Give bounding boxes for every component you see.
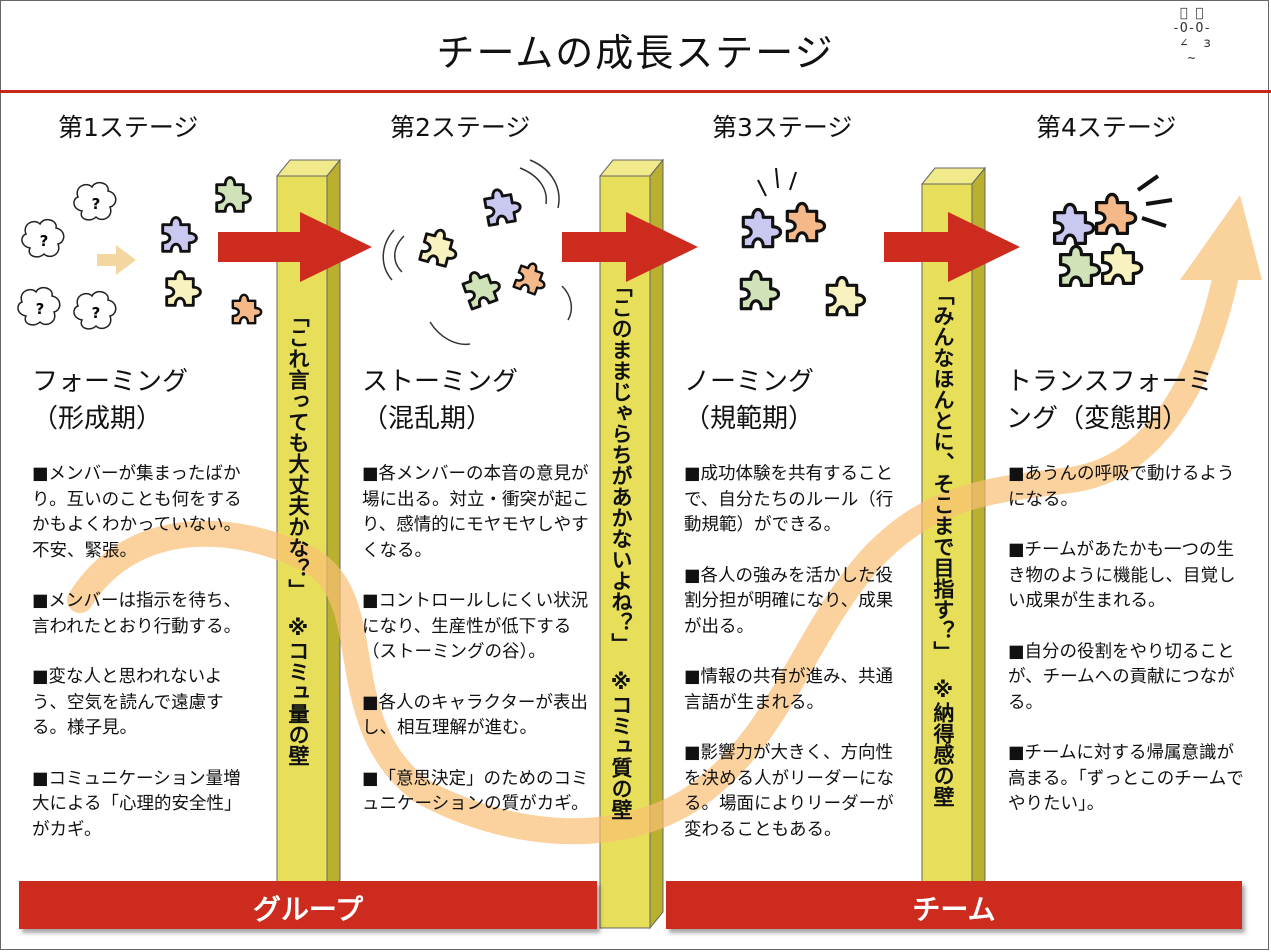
stage-1-label: 第1ステージ bbox=[58, 113, 199, 142]
wall-2-pillar bbox=[598, 158, 665, 930]
stage-arrow-1 bbox=[218, 212, 372, 282]
wall-3-note: ※納得感の壁 bbox=[931, 678, 955, 807]
face-doodle: ﾞ ﾞ -O-O- ∠ з ~ bbox=[1172, 6, 1212, 66]
wall-3-pillar bbox=[920, 166, 987, 898]
desc-item: ■メンバーは指示を待ち、言われたとおり行動する。 bbox=[32, 591, 242, 637]
desc-item: ■コミュニケーション量増大による「心理的安全性」がカギ。 bbox=[32, 768, 242, 840]
desc-item: ■各人のキャラクターが表出し、相互理解が進む。 bbox=[362, 692, 588, 739]
puzzle-pieces-stage-2 bbox=[382, 159, 573, 346]
stage-arrow-3 bbox=[884, 212, 1020, 282]
desc-item: ■変な人と思われないよう、空気を読んで遠慮する。様子見。 bbox=[32, 667, 224, 738]
wall-1-text: 「これ言っても大丈夫かな？」 ※コミュ量の壁 bbox=[283, 306, 313, 786]
team-band-label: チーム bbox=[912, 893, 996, 926]
wall-2-text: 「このままじゃらちがあかないよね？」 ※コミュ質の壁 bbox=[606, 276, 636, 856]
desc-item: ■各メンバーの本音の意見が場に出る。対立・衝突が起こり、感情的にモヤモヤしやすく… bbox=[362, 464, 590, 561]
wall-2-note: ※コミュ質の壁 bbox=[609, 670, 633, 820]
stage-1-phase-name: フォーミング （形成期） bbox=[32, 367, 189, 434]
desc-item: ■コントロールしにくい状況になり、生産性が低下する（ストーミングの谷）。 bbox=[362, 591, 589, 662]
desc-item: ■メンバーが集まったばかり。互いのことも何をするかもよくわかっていない。不安、緊… bbox=[32, 464, 242, 561]
stage-2-label: 第2ステージ bbox=[390, 113, 531, 142]
small-arrow bbox=[97, 245, 136, 275]
desc-item: ■「意思決定」のためのコミュニケーションの質がカギ。 bbox=[362, 768, 589, 815]
group-band-label: グループ bbox=[252, 893, 364, 926]
wall-1-quote: 「これ言っても大丈夫かな？」 bbox=[286, 306, 310, 600]
svg-text:?: ? bbox=[36, 300, 45, 318]
svg-text:?: ? bbox=[92, 304, 101, 322]
desc-item: ■チームに対する帰属意識が高まる。「ずっとこのチームでやりたい」。 bbox=[1008, 743, 1244, 814]
stage-4-label: 第4ステージ bbox=[1036, 113, 1177, 142]
question-cloud-4: ? bbox=[73, 290, 117, 330]
question-cloud-3: ? bbox=[17, 286, 61, 326]
desc-item: ■影響力が大きく、方向性を決める人がリーダーになる。場面によりリーダーが変わるこ… bbox=[684, 743, 894, 840]
title-underline bbox=[0, 90, 1271, 93]
svg-text:?: ? bbox=[40, 232, 49, 250]
svg-text:?: ? bbox=[92, 195, 101, 213]
wall-3-quote: 「みんなほんとに、そこまで目指す？」 bbox=[931, 284, 955, 662]
desc-item: ■チームがあたかも一つの生き物のように機能し、目覚しい成果が生まれる。 bbox=[1008, 540, 1236, 611]
stage-1-description: ■メンバーが集まったばかり。互いのことも何をするかもよくわかっていない。不安、緊… bbox=[32, 462, 256, 868]
desc-item: ■成功体験を共有することで、自分たちのルール（行動規範）ができる。 bbox=[684, 464, 894, 535]
page-title: チームの成長ステージ bbox=[436, 31, 835, 75]
group-band bbox=[19, 881, 597, 929]
stage-3-label: 第3ステージ bbox=[712, 113, 853, 142]
stage-2-phase-name: ストーミング （混乱期） bbox=[362, 367, 519, 434]
growth-curve bbox=[67, 195, 1262, 845]
puzzle-pieces-stage-4 bbox=[1052, 174, 1173, 288]
stage-2-description: ■各メンバーの本音の意見が場に出る。対立・衝突が起こり、感情的にモヤモヤしやすく… bbox=[362, 462, 590, 843]
puzzle-pieces-stage-3 bbox=[739, 167, 867, 317]
stage-4-description: ■あうんの呼吸で動けるようになる。 ■チームがあたかも一つの生き物のように機能し… bbox=[1008, 462, 1246, 843]
wall-2-quote: 「このままじゃらちがあかないよね？」 bbox=[609, 276, 633, 654]
wall-1-note: ※コミュ量の壁 bbox=[286, 616, 310, 766]
desc-item: ■各人の強みを活かした役割分担が明確になり、成果が出る。 bbox=[684, 565, 894, 637]
question-cloud-2: ? bbox=[21, 218, 65, 258]
stage-4-phase-name: トランスフォーミ ング（変態期） bbox=[1006, 367, 1214, 434]
stage-3-description: ■成功体験を共有することで、自分たちのルール（行動規範）ができる。 ■各人の強み… bbox=[684, 462, 906, 868]
stage-arrow-2 bbox=[562, 212, 698, 282]
desc-item: ■情報の共有が進み、共通言語が生まれる。 bbox=[684, 667, 894, 713]
team-band bbox=[666, 881, 1242, 929]
stage-3-phase-name: ノーミング （規範期） bbox=[684, 367, 815, 434]
title-bar: チームの成長ステージ ﾞ ﾞ -O-O- ∠ з ~ bbox=[0, 0, 1271, 93]
desc-item: ■自分の役割をやり切ることが、チームへの貢献につながる。 bbox=[1008, 641, 1235, 713]
wall-3-text: 「みんなほんとに、そこまで目指す？」 ※納得感の壁 bbox=[928, 284, 958, 854]
desc-item: ■あうんの呼吸で動けるようになる。 bbox=[1008, 464, 1235, 510]
question-cloud-1: ? bbox=[73, 181, 117, 221]
